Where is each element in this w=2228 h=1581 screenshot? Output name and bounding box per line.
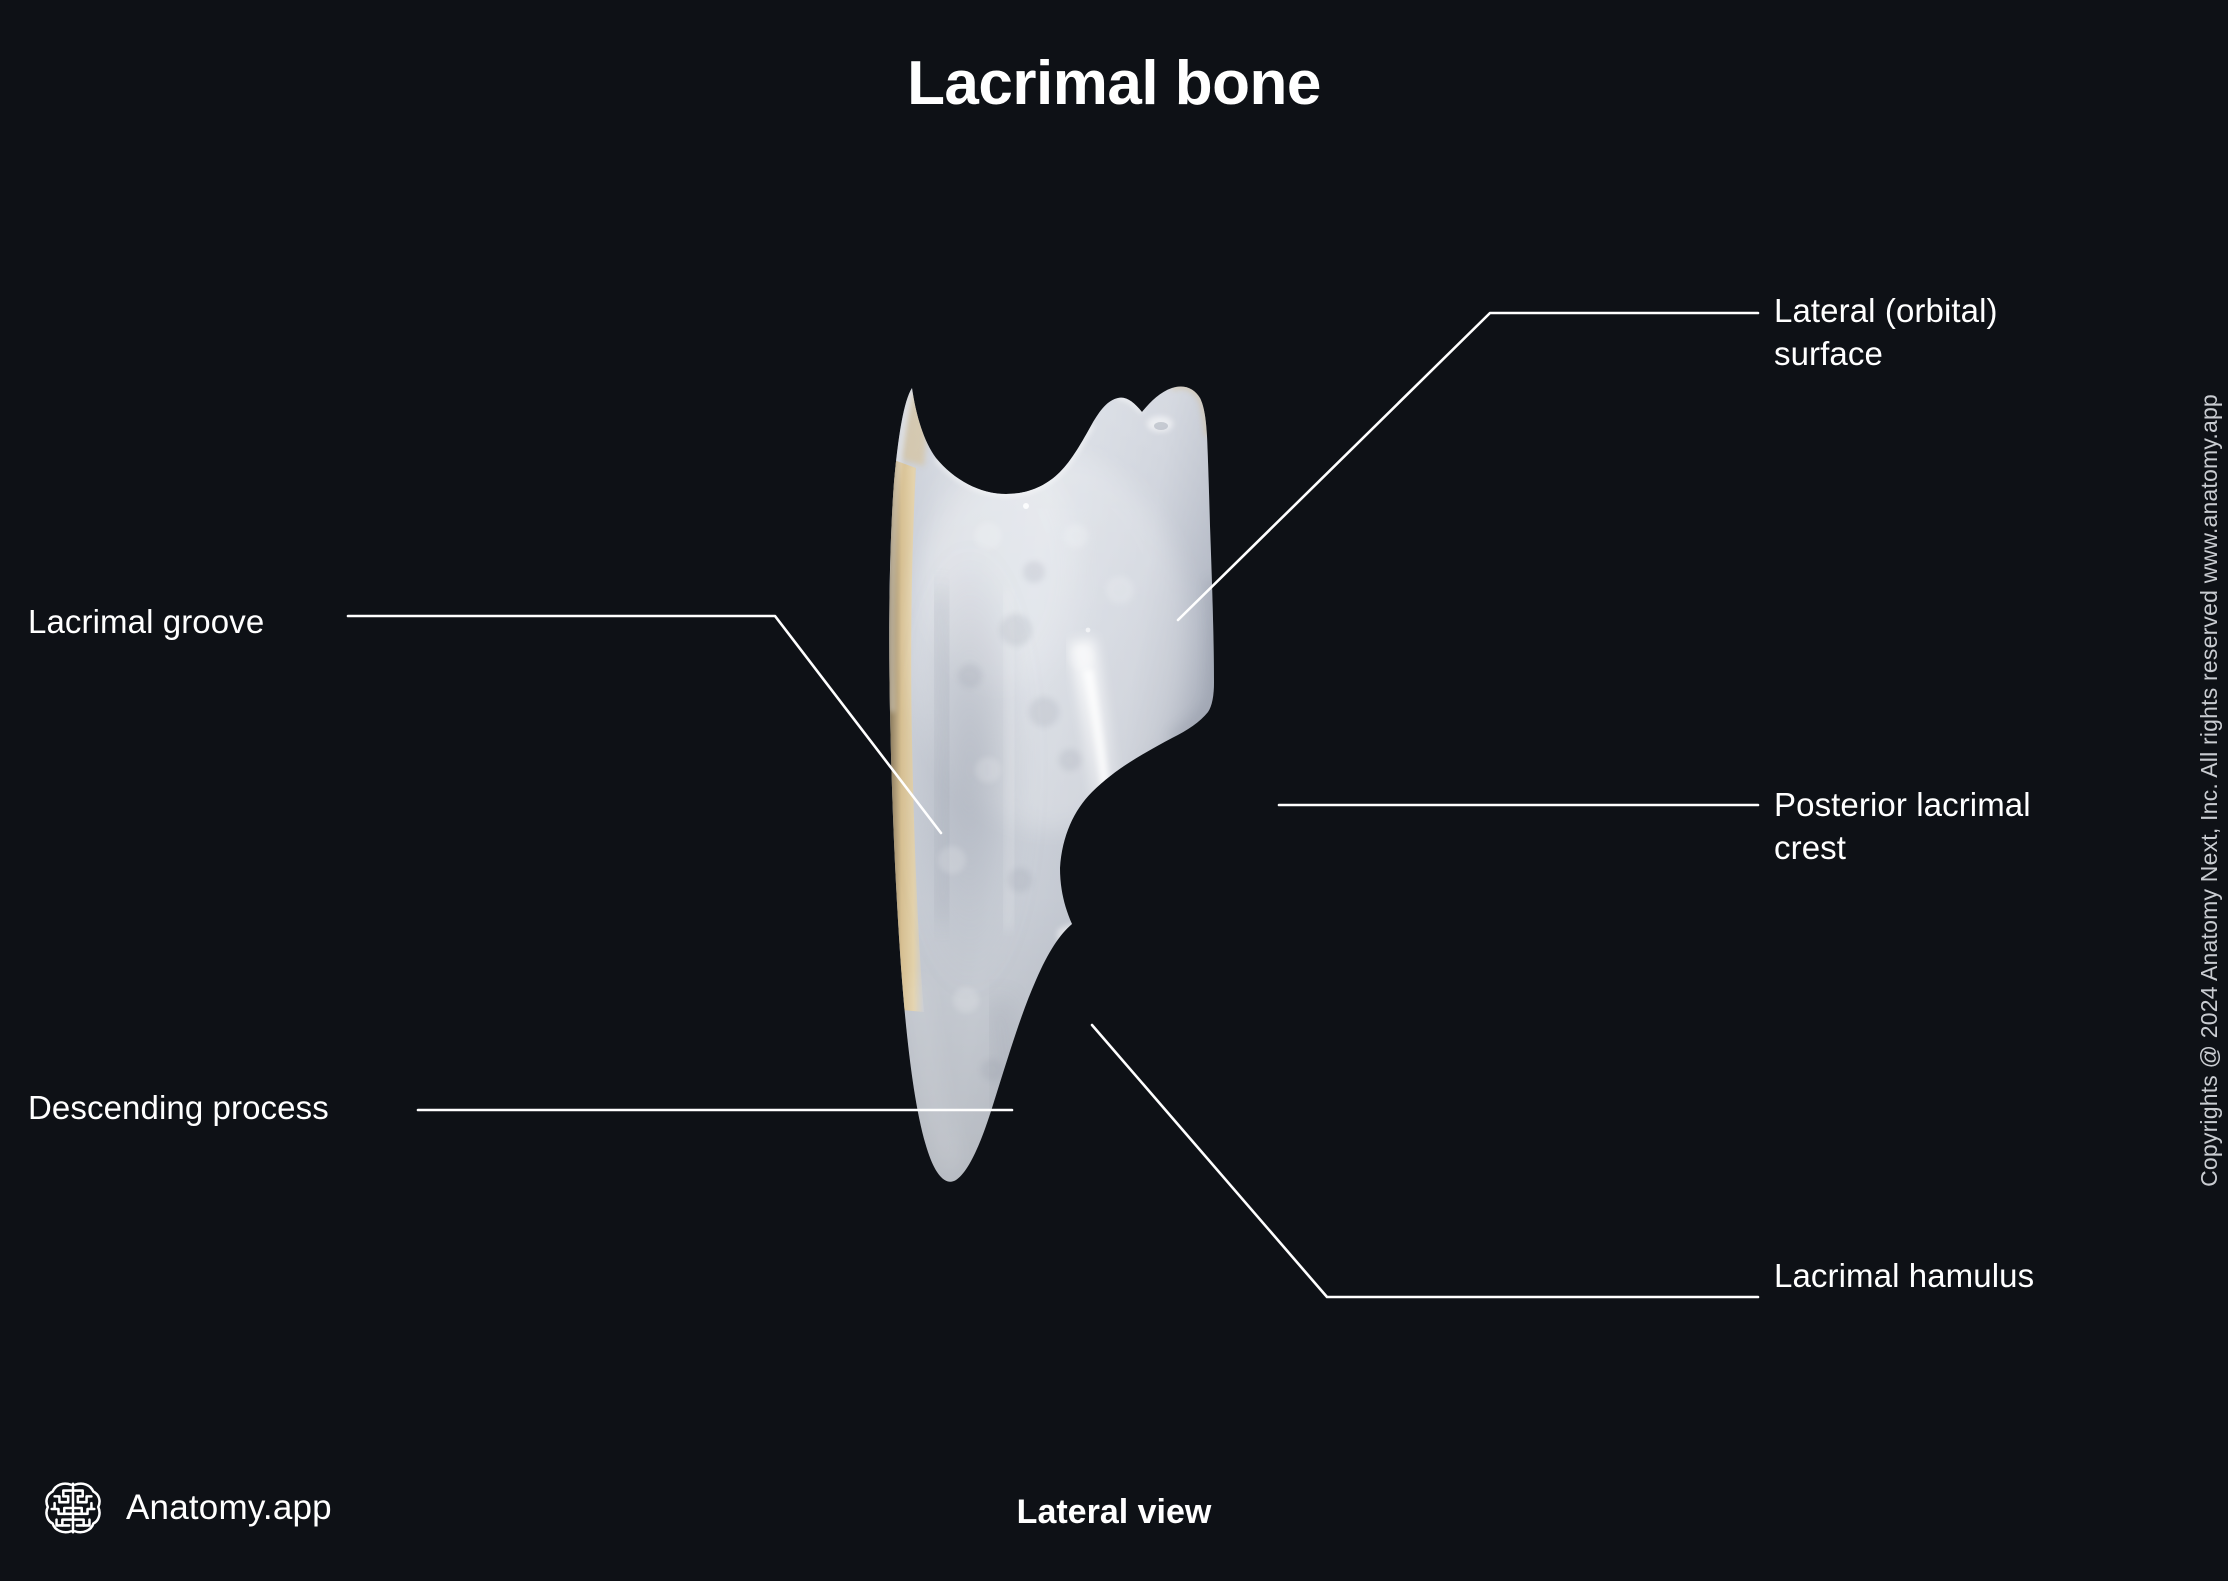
brand-name: Anatomy.app: [126, 1488, 332, 1527]
bone-body: [889, 386, 1214, 1182]
brand-logo[interactable]: Anatomy.app: [42, 1477, 332, 1539]
label-descending-process[interactable]: Descending process: [28, 1089, 329, 1126]
label-posterior-lacrimal-crest[interactable]: Posterior lacrimal crest: [1774, 786, 2031, 866]
label-lacrimal-hamulus[interactable]: Lacrimal hamulus: [1774, 1257, 2035, 1294]
page-title: Lacrimal bone: [907, 49, 1321, 118]
copyright-notice: Copyrights @ 2024 Anatomy Next, Inc. All…: [2186, 0, 2228, 1581]
lacrimal-bone-image: [820, 340, 1360, 1240]
brain-icon: [45, 1482, 101, 1534]
view-caption: Lateral view: [1016, 1493, 1212, 1531]
copyright-text: Copyrights @ 2024 Anatomy Next, Inc. All…: [2195, 394, 2222, 1187]
label-lacrimal-groove[interactable]: Lacrimal groove: [28, 603, 265, 640]
label-lateral-orbital-surface[interactable]: Lateral (orbital) surface: [1774, 292, 1998, 372]
